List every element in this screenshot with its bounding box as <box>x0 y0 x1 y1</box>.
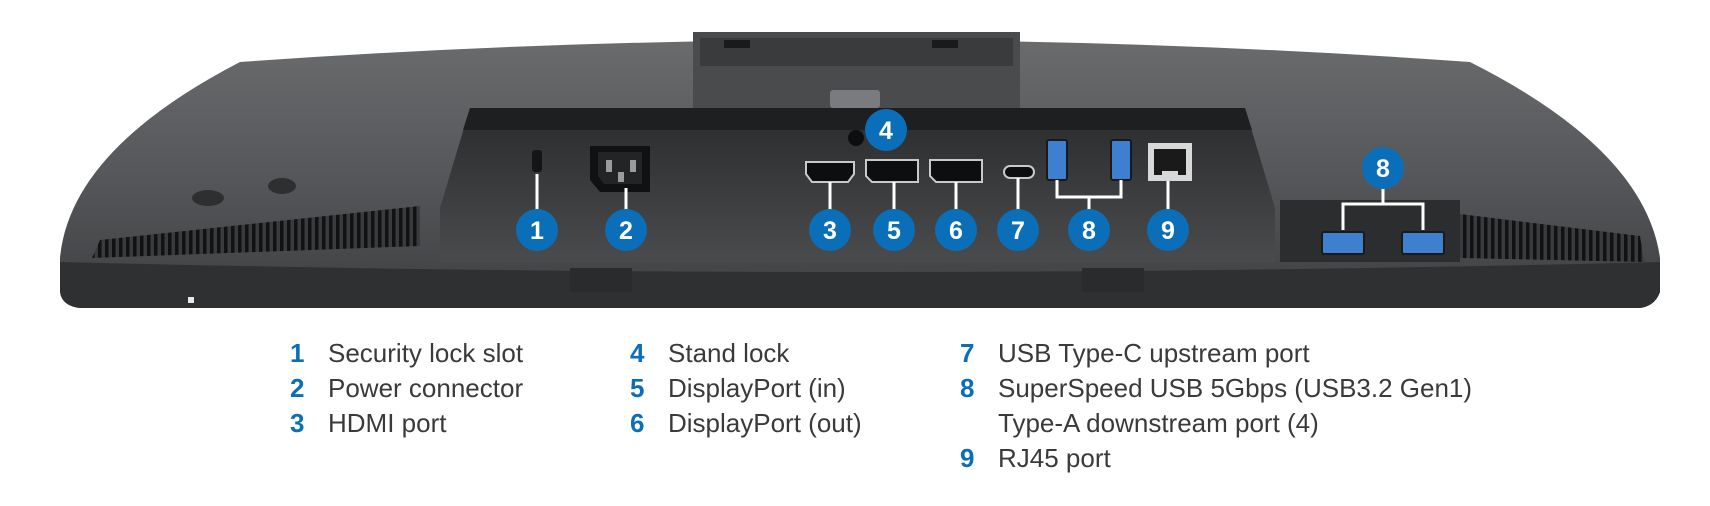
svg-text:8: 8 <box>1082 217 1096 245</box>
legend-label: DisplayPort (in) <box>668 373 846 403</box>
legend-number: 1 <box>290 338 305 368</box>
svg-text:9: 9 <box>1161 217 1175 245</box>
foot-right <box>1082 268 1144 292</box>
usb-a-port-side-1 <box>1321 231 1365 255</box>
callout-5-badge: 5 <box>873 209 915 251</box>
svg-text:6: 6 <box>949 217 963 245</box>
usb-a-port-rear-2 <box>1110 139 1132 181</box>
svg-text:1: 1 <box>530 217 544 245</box>
stand-release-tab <box>830 90 880 108</box>
callout-4-badge: 4 <box>865 109 907 151</box>
svg-text:4: 4 <box>879 117 893 145</box>
callout-9-badge: 9 <box>1147 209 1189 251</box>
mount-clip-right <box>932 40 958 48</box>
usb-a-port-rear-1 <box>1046 139 1068 181</box>
legend-label: Stand lock <box>668 338 790 368</box>
vent-left <box>92 206 420 258</box>
legend-number: 8 <box>960 373 975 403</box>
foot-left <box>570 268 632 292</box>
legend-label: DisplayPort (out) <box>668 408 862 438</box>
usb-a-port-side-2 <box>1401 231 1445 255</box>
hdmi-port <box>805 161 855 183</box>
callout-3-badge: 3 <box>809 209 851 251</box>
bottom-edge <box>60 262 1660 308</box>
rj45-port <box>1148 143 1192 181</box>
legend-label: SuperSpeed USB 5Gbps (USB3.2 Gen1) Type-… <box>998 373 1473 438</box>
callout-8-badge-side: 8 <box>1362 147 1404 189</box>
power-connector <box>590 146 650 192</box>
status-led <box>188 297 194 303</box>
legend-number: 5 <box>630 373 645 403</box>
legend-number: 3 <box>290 408 305 438</box>
callout-badges: 1 2 3 4 5 6 7 8 9 8 <box>516 109 1404 251</box>
svg-text:5: 5 <box>887 217 901 245</box>
callout-6-badge: 6 <box>935 209 977 251</box>
legend-label: Security lock slot <box>328 338 524 368</box>
callout-7-badge: 7 <box>997 209 1039 251</box>
stand-lock-hole <box>848 130 864 146</box>
legend-number: 7 <box>960 338 975 368</box>
svg-text:7: 7 <box>1011 217 1025 245</box>
svg-text:8: 8 <box>1376 155 1390 183</box>
legend-number: 4 <box>630 338 645 368</box>
mount-clip-left <box>724 40 750 48</box>
callout-1-badge: 1 <box>516 209 558 251</box>
security-lock-slot <box>532 150 542 172</box>
legend-number: 6 <box>630 408 645 438</box>
port-legend: 1 Security lock slot 2 Power connector 3… <box>0 336 1710 506</box>
legend-label: HDMI port <box>328 408 447 438</box>
svg-text:2: 2 <box>619 217 633 245</box>
legend-number: 9 <box>960 443 975 473</box>
legend-label: USB Type-C upstream port <box>998 338 1310 368</box>
displayport-out-port <box>929 159 983 183</box>
callout-8-badge-rear: 8 <box>1068 209 1110 251</box>
vent-right <box>1460 214 1644 262</box>
legend-label: RJ45 port <box>998 443 1111 473</box>
displayport-in-port <box>865 159 919 183</box>
callout-2-badge: 2 <box>605 209 647 251</box>
svg-text:3: 3 <box>823 217 837 245</box>
legend-label: Power connector <box>328 373 524 403</box>
monitor-rear-illustration: 1 2 3 4 5 6 7 8 9 8 <box>60 32 1660 308</box>
legend-number: 2 <box>290 373 305 403</box>
usb-c-port <box>1003 165 1035 179</box>
